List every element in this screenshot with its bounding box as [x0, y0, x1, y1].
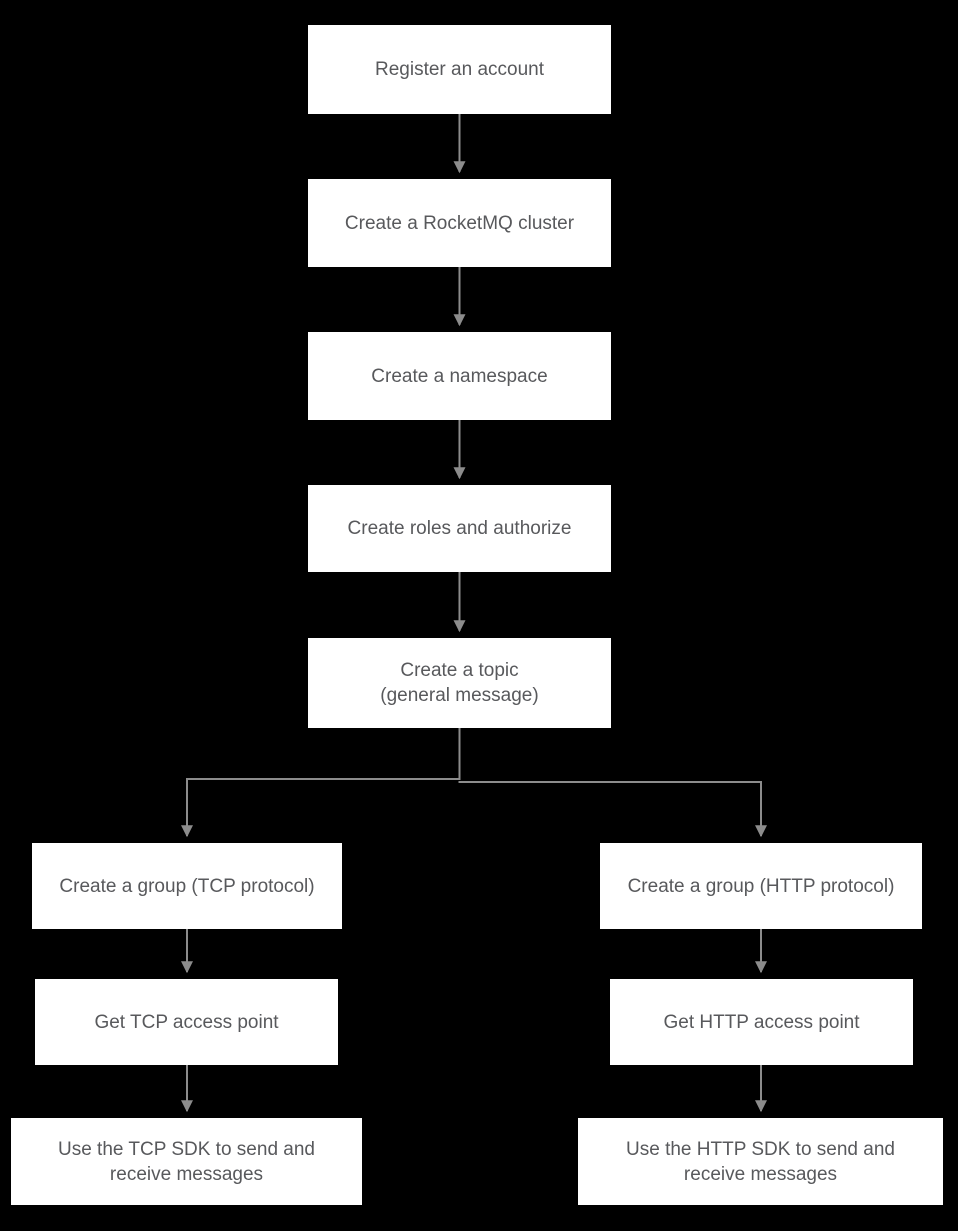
flow-node-get-http-access-point: Get HTTP access point: [610, 979, 913, 1065]
flow-node-get-tcp-access-point: Get TCP access point: [35, 979, 338, 1065]
flow-node-create-topic: Create a topic (general message): [308, 638, 611, 728]
flow-node-create-namespace: Create a namespace: [308, 332, 611, 420]
flow-node-use-tcp-sdk: Use the TCP SDK to send and receive mess…: [11, 1118, 362, 1205]
flow-node-create-group-tcp: Create a group (TCP protocol): [32, 843, 342, 929]
flow-node-use-http-sdk: Use the HTTP SDK to send and receive mes…: [578, 1118, 943, 1205]
flow-node-create-group-http: Create a group (HTTP protocol): [600, 843, 922, 929]
flow-node-create-roles-authorize: Create roles and authorize: [308, 485, 611, 572]
flow-node-register-account: Register an account: [308, 25, 611, 114]
flow-node-create-rocketmq-cluster: Create a RocketMQ cluster: [308, 179, 611, 267]
